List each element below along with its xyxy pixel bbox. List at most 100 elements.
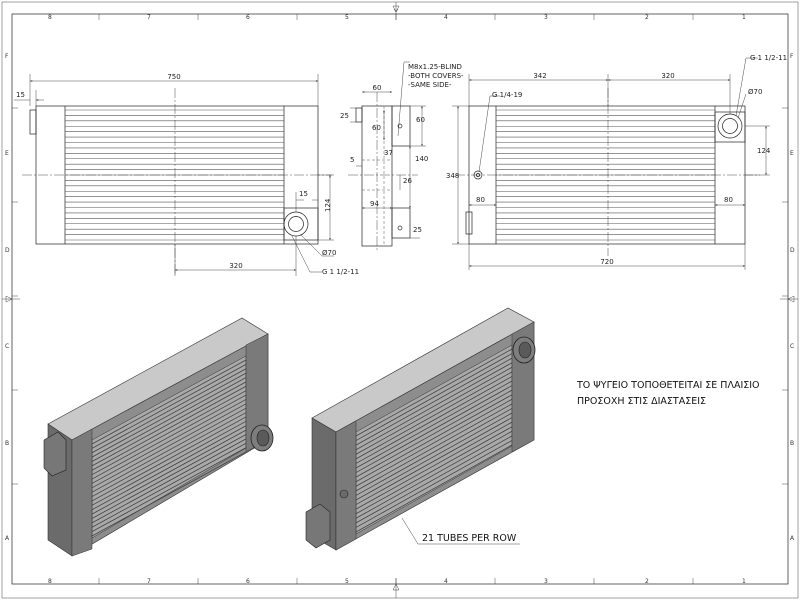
zone-labels-left: F E D C B A: [5, 53, 10, 542]
rear-view: 342 320 G 1 1/2-11 Ø70 G 1/4-19 348 124 …: [446, 54, 787, 270]
fin-line: [355, 362, 513, 451]
zone-label: E: [790, 150, 794, 157]
zone-label: A: [5, 535, 10, 542]
fin-line: [355, 440, 513, 528]
fin-line: [355, 403, 513, 492]
fin-line: [355, 398, 513, 487]
fin-line: [355, 366, 513, 455]
side-view: 60 25 60 60 37 140 5 26 94 25 M8x1.25-BL…: [340, 61, 464, 252]
zone-label: 8: [48, 14, 52, 21]
fin-line: [355, 435, 513, 524]
fin-line: [91, 403, 247, 489]
fin-line: [355, 408, 513, 496]
zone-labels-right: F E D C B A: [790, 53, 795, 542]
isometric-view-right: [305, 307, 536, 551]
zone-label: 1: [742, 578, 746, 585]
tubes-per-row-label: 21 TUBES PER ROW: [422, 533, 517, 544]
dim-342: 342: [533, 72, 546, 80]
dim-140: 140: [415, 155, 428, 163]
fin-line: [91, 434, 247, 519]
dim-15-left: 15: [16, 91, 25, 99]
zone-label: F: [790, 53, 794, 60]
zone-label: 4: [444, 14, 448, 21]
dim-60-top: 60: [373, 84, 382, 92]
fin-line: [355, 380, 513, 469]
zone-label: D: [790, 247, 795, 254]
zone-label: B: [790, 440, 794, 447]
drain-plug: [473, 170, 483, 180]
zone-label: F: [5, 53, 9, 60]
fin-line: [91, 381, 247, 467]
dim-25-bottom: 25: [413, 226, 422, 234]
zone-label: A: [790, 535, 795, 542]
zone-label: 1: [742, 14, 746, 21]
zone-label: C: [5, 343, 9, 350]
dim-5: 5: [350, 156, 354, 164]
zone-labels-bottom: 8 7 6 5 4 3 2 1: [48, 578, 746, 585]
fin-line: [355, 394, 513, 483]
iso1-fins: [91, 359, 247, 537]
zone-label: 2: [645, 578, 649, 585]
fin-line: [91, 429, 247, 515]
zone-label: 5: [345, 578, 349, 585]
fin-line: [91, 416, 247, 502]
notes: ΤΟ ΨΥΓΕΙΟ ΤΟΠΟΘΕΤΕΙΤΑΙ ΣΕ ΠΛΑΙΣΙΟ ΠΡΟΣΟΧ…: [422, 380, 760, 544]
dim-320: 320: [229, 262, 242, 270]
zone-label: 5: [345, 14, 349, 21]
small-thread-label: G 1/4-19: [492, 91, 522, 99]
fin-line: [355, 421, 513, 510]
zone-label: 6: [246, 578, 250, 585]
dim-60-inner: 60: [372, 124, 381, 132]
dim-94: 94: [370, 200, 379, 208]
zone-label: 2: [645, 14, 649, 21]
side-note-line-3: -SAME SIDE-: [408, 81, 452, 89]
fin-line: [355, 357, 513, 446]
note-greek-line-1: ΤΟ ΨΥΓΕΙΟ ΤΟΠΟΘΕΤΕΙΤΑΙ ΣΕ ΠΛΑΙΣΙΟ: [576, 380, 760, 391]
rear-view-fins: [496, 109, 715, 241]
zone-label: 3: [544, 578, 548, 585]
dim-15-port: 15: [299, 190, 308, 198]
zone-label: 4: [444, 578, 448, 585]
dim-60-right: 60: [416, 116, 425, 124]
fin-line: [91, 442, 247, 528]
fin-line: [355, 426, 513, 515]
side-note-line-2: -BOTH COVERS-: [408, 72, 464, 80]
fin-line: [91, 368, 247, 454]
dim-25-left: 25: [340, 112, 349, 120]
zone-label: 7: [147, 578, 151, 585]
fin-line: [91, 385, 247, 471]
fin-line: [355, 353, 513, 441]
zone-label: B: [5, 440, 9, 447]
fin-line: [355, 371, 513, 460]
zone-label: C: [790, 343, 794, 350]
zone-label: E: [5, 150, 9, 157]
fin-line: [91, 438, 247, 524]
iso2-fins: [355, 348, 513, 533]
rear-diameter-label: Ø70: [748, 88, 762, 96]
fin-line: [355, 412, 513, 501]
dim-750: 750: [167, 73, 180, 81]
fin-line: [91, 399, 247, 484]
dim-37: 37: [384, 149, 393, 157]
fin-line: [355, 348, 513, 437]
fin-line: [91, 372, 247, 458]
zone-label: 6: [246, 14, 250, 21]
front-view-fins: [65, 109, 284, 241]
fin-line: [91, 412, 247, 497]
thread-label: G 1 1/2-11: [322, 268, 359, 276]
note-greek-line-2: ΠΡΟΣΟΧΗ ΣΤΙΣ ΔΙΑΣΤΑΣΕΙΣ: [577, 396, 706, 407]
fin-line: [91, 447, 247, 532]
fin-line: [355, 430, 513, 519]
fin-line: [91, 407, 247, 493]
dim-26: 26: [403, 177, 412, 185]
dim-124: 124: [324, 198, 332, 212]
fin-line: [91, 420, 247, 506]
dim-720: 720: [600, 258, 613, 266]
fin-line: [355, 417, 513, 505]
fin-line: [355, 385, 513, 473]
zone-label: 8: [48, 578, 52, 585]
fin-line: [91, 451, 247, 537]
dim-348: 348: [446, 172, 459, 180]
